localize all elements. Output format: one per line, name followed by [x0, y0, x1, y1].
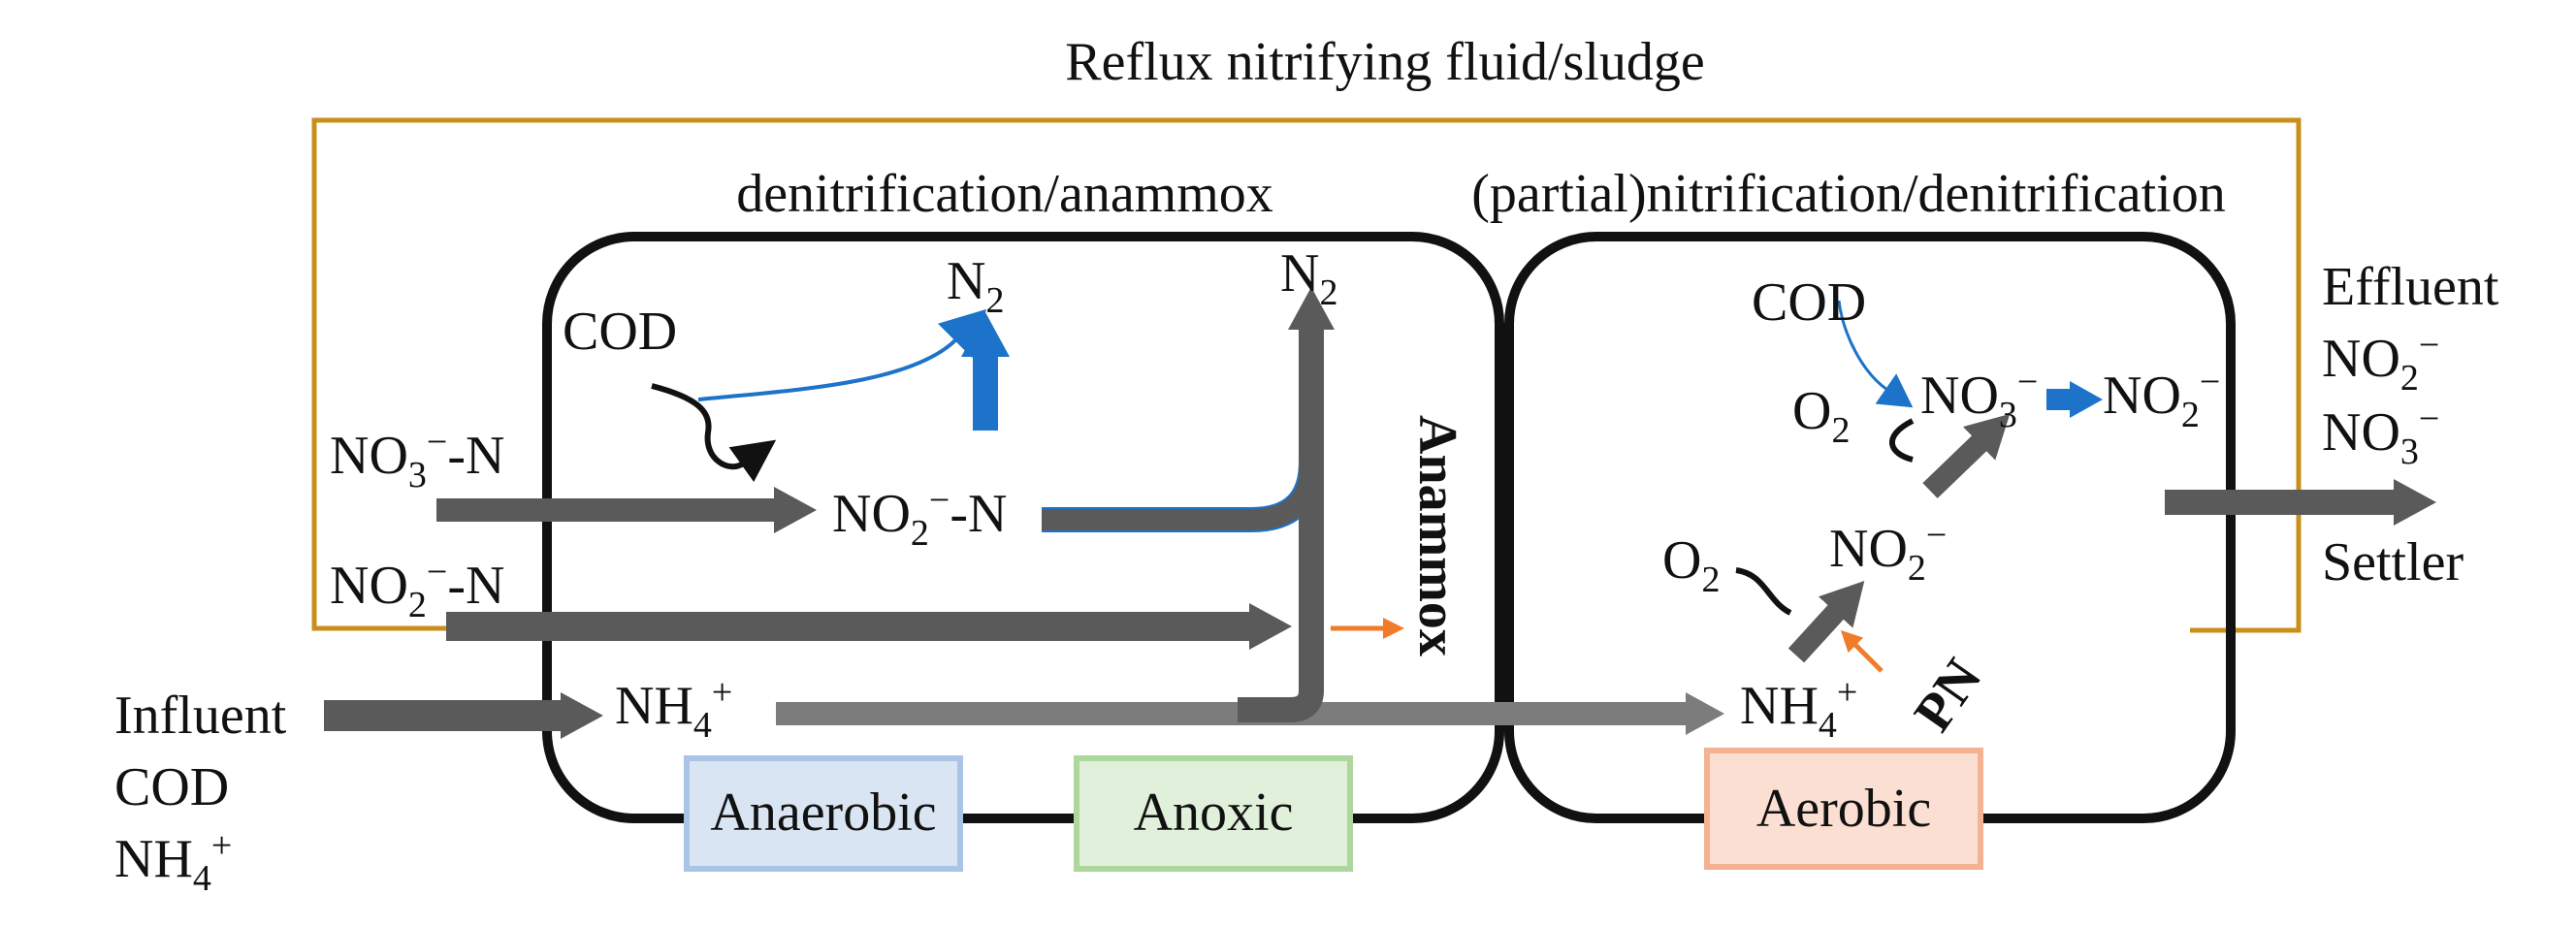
pn-small-arrow	[1840, 629, 1884, 673]
zone-anaerobic-label: Anaerobic	[710, 783, 936, 843]
nh4-to-n2-riser	[1238, 330, 1324, 722]
no2n-inflow-label: NO2−-N	[330, 552, 504, 625]
no2-low-right-label: NO2−	[1829, 515, 1947, 589]
pn-label: PN	[1903, 649, 1994, 743]
no2-to-n2-path	[1042, 287, 1335, 532]
influent-nh4: NH4+	[114, 825, 232, 899]
cod-to-no3-curve	[1837, 300, 1914, 408]
left-reactor	[542, 232, 1504, 823]
no2-to-n2-path-core	[1042, 328, 1322, 530]
nh4-left-label: NH4+	[615, 672, 732, 746]
effluent-no2: NO2−	[2322, 325, 2439, 399]
settler-label: Settler	[2322, 532, 2464, 592]
influent-cod: COD	[114, 757, 229, 817]
effluent-no3: NO3−	[2322, 399, 2439, 472]
o2-top-curve	[1888, 418, 1915, 463]
o2-top-label: O2	[1792, 381, 1850, 451]
zone-anaerobic-box	[684, 755, 963, 872]
right-zone-title: (partial)nitrification/denitrification	[1471, 164, 2225, 224]
effluent-label: Effluent	[2322, 257, 2499, 317]
zone-aerobic-label: Aerobic	[1756, 779, 1931, 839]
reflux-line	[311, 117, 2302, 633]
o2-low-curve	[1735, 567, 1792, 616]
influent-label: Influent	[114, 686, 287, 746]
no2n-mid-label: NO2−-N	[832, 480, 1007, 554]
no2-top-right-label: NO2−	[2103, 362, 2220, 435]
no3-right-label: NO3−	[1920, 362, 2038, 435]
right-cod: COD	[1752, 272, 1866, 333]
nh4-right-label: NH4+	[1740, 672, 1857, 746]
left-zone-title: denitrification/anammox	[736, 164, 1273, 224]
nh4-to-no2-arrow	[1787, 580, 1865, 663]
anammox-label: Anammox	[1407, 415, 1467, 656]
left-cod: COD	[563, 302, 677, 362]
o2-low-label: O2	[1662, 530, 1720, 600]
diagram-title: Reflux nitrifying fluid/sludge	[1065, 32, 1704, 92]
zone-aerobic-box	[1704, 748, 1983, 870]
zone-anoxic-box	[1074, 755, 1353, 872]
cod-to-n2-curve	[697, 308, 987, 401]
no2-to-no3-arrow	[1922, 413, 2011, 498]
zone-anoxic-label: Anoxic	[1134, 783, 1294, 843]
n2-left-label: N2	[947, 251, 1004, 321]
cod-denitrification-curve	[651, 383, 777, 483]
n2-right-label: N2	[1280, 243, 1337, 313]
no3n-label: NO3−-N	[330, 422, 504, 495]
